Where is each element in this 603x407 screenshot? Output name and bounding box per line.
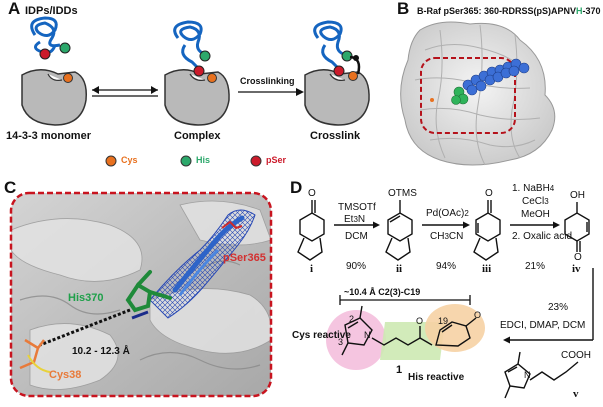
panel-a-title: IDPs/IDDs <box>25 5 78 17</box>
solvent-dcm-1: DCM <box>345 231 368 242</box>
caption-end: -370 <box>582 6 601 16</box>
compound-v-n: N <box>524 370 531 380</box>
compound-i-o: O <box>308 188 316 199</box>
compound-v-label: v <box>573 388 579 400</box>
panel-c-letter: C <box>4 178 17 197</box>
reagent-cecl3: CeCl3 <box>522 196 549 207</box>
product-label: 1 <box>396 364 403 376</box>
panel-d-letter: D <box>290 178 303 197</box>
legend-his-label: His <box>196 155 211 165</box>
zoom-region-box <box>420 57 516 134</box>
distance-bracket-label: ~10.4 Å C2(3)-C19 <box>344 287 421 297</box>
reagent-et3n: Et3N <box>344 214 366 225</box>
yield-step-4: 23% <box>548 302 569 313</box>
yield-step-1: 90% <box>346 261 367 272</box>
reagent-edci: EDCI, DMAP, DCM <box>500 320 586 331</box>
crosslink-label: Crosslink <box>310 130 361 142</box>
reagent-tmsotf: TMSOTf <box>338 202 376 213</box>
product-ketone-o: O <box>474 310 482 320</box>
compound-iii-o: O <box>485 188 493 199</box>
otms-label: OTMS <box>388 188 417 199</box>
legend-cys-dot <box>105 155 117 167</box>
product-ester-o: O <box>416 316 424 326</box>
reagent-oxalic: 2. Oxalic acid <box>512 231 573 242</box>
his-reactive-highlight <box>425 304 485 352</box>
crosslinking-arrow-label: Crosslinking <box>240 76 295 86</box>
his-reactive-label: His reactive <box>408 372 465 383</box>
c2-label: 2 <box>349 314 355 324</box>
legend-pser-dot <box>250 155 262 167</box>
cooh-label: COOH <box>561 350 591 361</box>
legend-cys-label: Cys <box>121 155 138 165</box>
reagent-nabh4: 1. NaBH4 <box>512 183 555 194</box>
legend-his-dot <box>180 155 192 167</box>
yield-step-3: 21% <box>525 261 546 272</box>
monomer-shape <box>21 69 88 126</box>
caption-his: H <box>576 6 583 16</box>
compound-ii-label: ii <box>396 263 403 275</box>
solvent-ch3cn: CH3CN <box>430 231 464 242</box>
compound-iv-label: iv <box>572 263 581 275</box>
complex-label: Complex <box>174 130 221 142</box>
cys-reactive-label: Cys reactive <box>292 330 351 341</box>
yield-step-2: 94% <box>436 261 457 272</box>
distance-label: 10.2 - 12.3 Å <box>72 346 130 357</box>
crosslink-shape <box>304 69 370 126</box>
monomer-label: 14-3-3 monomer <box>6 130 91 142</box>
complex-shape <box>164 69 230 126</box>
product-n: N <box>364 330 371 340</box>
panel-a-letter: A <box>8 0 21 18</box>
compound-i-label: i <box>310 263 314 275</box>
panel-b-letter: B <box>397 0 410 18</box>
reagent-pdoac2: Pd(OAc)2 <box>426 208 469 219</box>
cys38-label: Cys38 <box>49 369 82 381</box>
legend-pser-label: pSer <box>266 155 287 165</box>
caption-sequence: B-Raf pSer365: 360-RDRSS(pS)APNV <box>417 6 577 16</box>
reagent-meoh: MeOH <box>521 209 550 220</box>
cys-reactive-highlight <box>326 310 386 370</box>
pser365-label: pSer365 <box>223 252 266 264</box>
compound-iv-o: O <box>574 252 582 263</box>
his370-label: His370 <box>68 292 104 304</box>
c19-label: 19 <box>438 316 449 326</box>
c3-label: 3 <box>338 337 344 347</box>
compound-iii-label: iii <box>482 263 492 275</box>
oh-label: OH <box>570 190 585 201</box>
zoom-panel-border <box>9 191 273 398</box>
panel-b-caption: B-Raf pSer365: 360-RDRSS(pS)APNVH-370 <box>417 6 601 16</box>
